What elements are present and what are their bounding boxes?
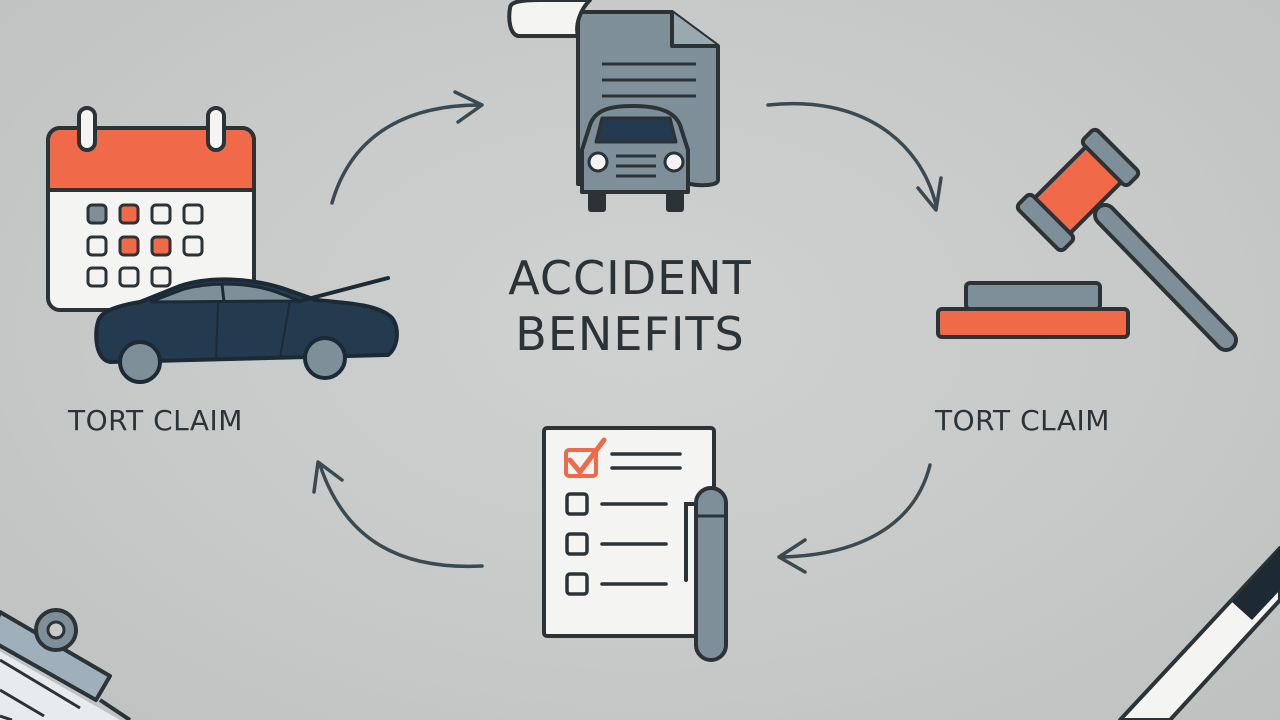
document-truck-icon — [507, 0, 720, 212]
checklist-icon — [542, 426, 716, 638]
label-left-tort-claim: TORT CLAIM — [68, 404, 243, 437]
cycle-arrow-bottom-right — [777, 463, 932, 574]
cycle-arrow-top-right — [766, 102, 943, 212]
title-line-1: ACCIDENT — [508, 251, 752, 305]
gavel-icon — [936, 127, 1238, 352]
cycle-arrow-top-left — [330, 90, 484, 205]
label-right-tort-claim: TORT CLAIM — [935, 404, 1110, 437]
title-line-2: BENEFITS — [515, 307, 745, 361]
cycle-arrow-bottom-left — [312, 460, 484, 569]
diagram-title: ACCIDENT BENEFITS — [470, 250, 790, 362]
pen-icon — [684, 486, 728, 662]
corner-pen-icon — [1118, 546, 1280, 720]
clipboard-icon — [0, 608, 132, 720]
car-icon — [94, 276, 399, 384]
calendar-icon — [46, 106, 256, 312]
